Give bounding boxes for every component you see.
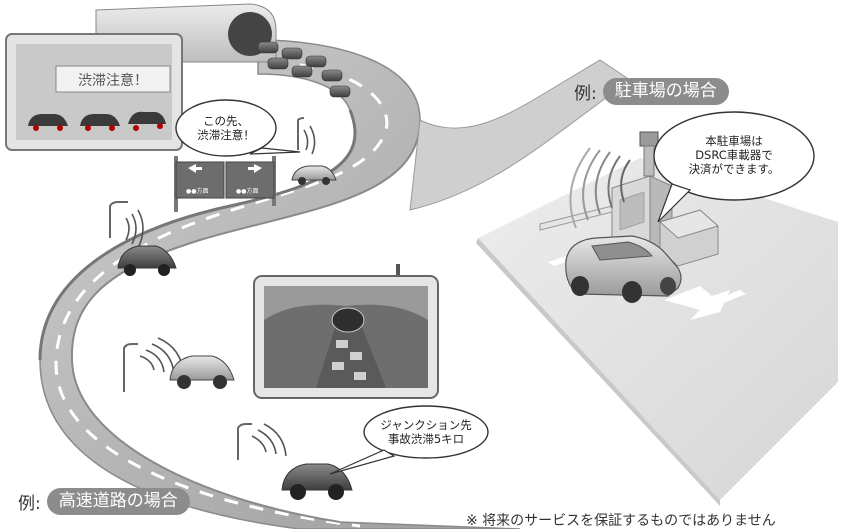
parking-lot xyxy=(476,131,838,506)
bubble-parking xyxy=(653,111,815,223)
bubble-junction-line2: 事故渋滞5キロ xyxy=(387,432,465,446)
highway-example-label: 例: 高速道路の場合 xyxy=(18,488,190,515)
car-bottom xyxy=(281,463,353,500)
congestion-sign-board xyxy=(5,33,183,151)
bubble-congestion-line1: この先、 xyxy=(203,114,249,128)
bubble-junction xyxy=(329,405,489,475)
highway-example-title: 高速道路の場合 xyxy=(46,488,190,515)
bubble-parking-line2: DSRC車載器で xyxy=(695,148,773,162)
car-middle xyxy=(169,355,235,389)
car-gantry xyxy=(291,165,337,185)
footnote: ※ 将来のサービスを保証するものではありません xyxy=(466,513,776,529)
parking-example-prefix: 例: xyxy=(574,84,597,104)
bubble-junction-line1: ジャンクション先 xyxy=(380,418,472,432)
road-cars xyxy=(117,165,353,500)
bubble-congestion-line2: 渋滞注意！ xyxy=(197,128,255,142)
bubble-junction-text: ジャンクション先 事故渋滞5キロ xyxy=(370,418,482,446)
car-curve xyxy=(117,245,177,276)
bubble-congestion-text: この先、 渋滞注意！ xyxy=(184,114,268,142)
roadside-antennas xyxy=(109,117,305,460)
bubble-parking-line1: 本駐車場は xyxy=(705,134,763,148)
bubble-parking-text: 本駐車場は DSRC車載器で 決済ができます。 xyxy=(664,134,804,176)
gantry-left-text: ●●方面 xyxy=(186,188,209,195)
bubble-parking-line3: 決済ができます。 xyxy=(688,162,780,176)
highway-example-prefix: 例: xyxy=(18,494,41,514)
parking-car xyxy=(565,235,682,303)
sign-cars xyxy=(28,111,166,126)
parking-example-title: 駐車場の場合 xyxy=(602,78,729,105)
parking-example-label: 例: 駐車場の場合 xyxy=(574,78,729,105)
gantry-right-text: ●●方面 xyxy=(236,188,259,195)
highway-road xyxy=(38,39,631,529)
direction-gantry xyxy=(174,156,276,212)
sign-board-text: 渋滞注意！ xyxy=(78,73,148,89)
navigation-display xyxy=(253,264,439,399)
bubble-congestion xyxy=(175,99,301,157)
